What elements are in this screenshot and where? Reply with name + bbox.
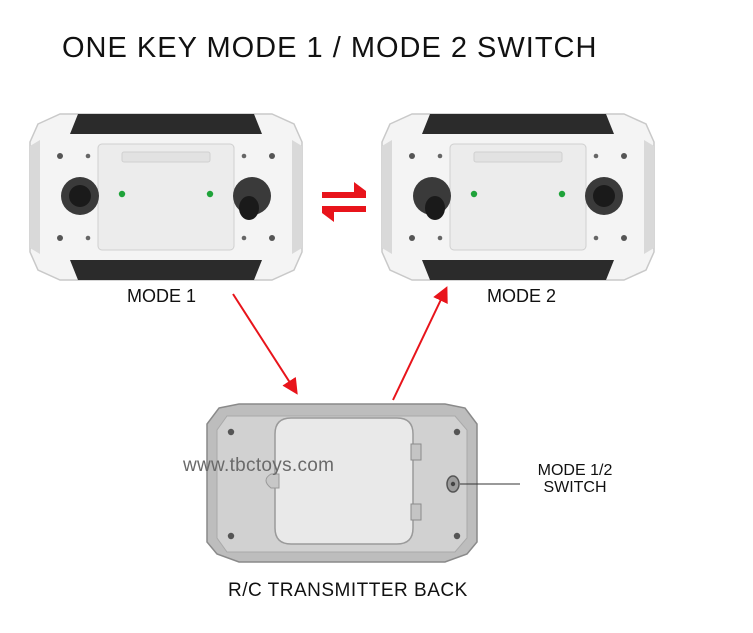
transmitter-back bbox=[206, 403, 478, 563]
switch-label-line2: SWITCH bbox=[543, 479, 607, 496]
switch-label-line1: MODE 1/2 bbox=[537, 462, 613, 479]
led-icon bbox=[558, 190, 566, 198]
screw-icon bbox=[227, 428, 235, 436]
arrow-back-to-mode2 bbox=[392, 286, 448, 401]
screw-icon bbox=[227, 532, 235, 540]
transmitter-back-label: R/C TRANSMITTER BACK bbox=[228, 580, 468, 601]
swap-arrows-icon bbox=[322, 182, 366, 222]
switch-label: MODE 1/2 SWITCH bbox=[520, 462, 630, 496]
mode1-label: MODE 1 bbox=[127, 286, 197, 306]
led-icon bbox=[118, 190, 126, 198]
diagram-title: ONE KEY MODE 1 / MODE 2 SWITCH bbox=[62, 32, 598, 64]
arrow-mode1-to-back bbox=[232, 293, 298, 395]
led-icon bbox=[470, 190, 478, 198]
mode1-controller bbox=[29, 113, 303, 281]
led-icon bbox=[206, 190, 214, 198]
screw-icon bbox=[453, 532, 461, 540]
screw-icon bbox=[453, 428, 461, 436]
mode2-controller bbox=[381, 113, 655, 281]
watermark: www.tbctoys.com bbox=[183, 455, 335, 476]
mode2-label: MODE 2 bbox=[487, 286, 557, 306]
